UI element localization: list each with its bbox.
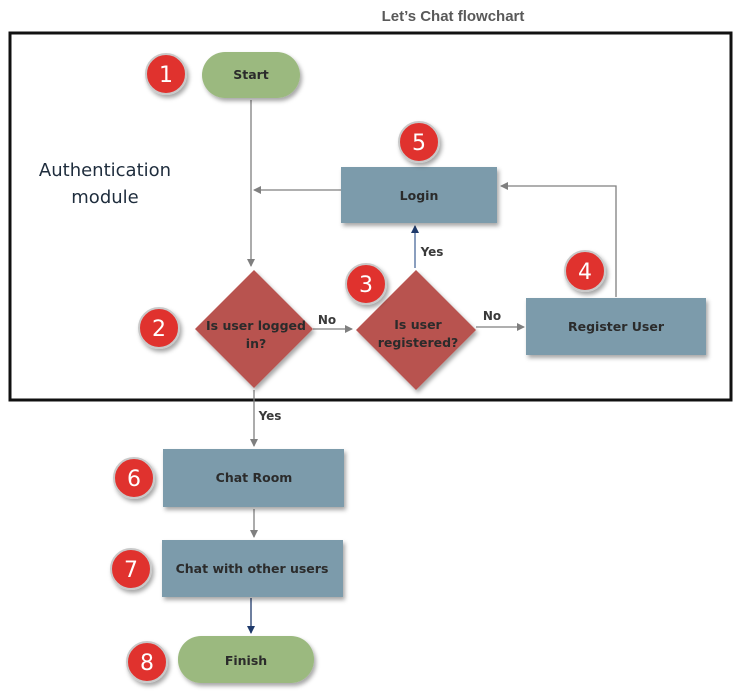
svg-text:2: 2 [152,317,166,342]
step-badges: 1 2 3 4 5 6 7 8 [110,53,606,683]
svg-text:6: 6 [127,467,141,492]
step-badge-2: 2 [138,307,180,349]
diagram-title: Let’s Chat flowchart [382,8,525,25]
step-badge-6: 6 [113,457,155,499]
svg-text:8: 8 [140,651,154,676]
step-badge-4: 4 [564,250,606,292]
node-chat-room-label: Chat Room [216,470,293,485]
node-chat-room: Chat Room [163,449,344,507]
svg-text:4: 4 [578,260,592,285]
decision-logged-in-line2: in? [246,336,266,351]
svg-text:1: 1 [159,63,173,88]
node-start: Start [202,52,300,98]
node-register-user: Register User [526,298,706,355]
node-register-user-label: Register User [568,319,665,334]
node-finish-label: Finish [225,653,267,668]
arrow-register-to-login [500,182,617,297]
svg-text:5: 5 [412,131,426,156]
node-login-label: Login [400,188,439,203]
edge-label-logged-in-yes: Yes [258,409,282,423]
decision-registered-line2: registered? [378,335,459,350]
connectors [247,100,617,634]
node-decision-logged-in: Is user logged in? [195,270,313,388]
node-login: Login [341,167,497,223]
node-chat-with-others: Chat with other users [162,540,343,597]
module-label-line2: module [71,187,138,208]
node-chat-with-others-label: Chat with other users [176,561,329,576]
module-label-line1: Authentication [39,160,171,181]
edge-label-registered-yes: Yes [420,245,444,259]
edge-label-registered-no: No [483,309,501,323]
node-start-label: Start [233,67,269,82]
step-badge-1: 1 [145,53,187,95]
step-badge-7: 7 [110,548,152,590]
step-badge-3: 3 [345,263,387,305]
step-badge-5: 5 [398,121,440,163]
edge-label-logged-in-no: No [318,313,336,327]
svg-text:3: 3 [359,273,373,298]
step-badge-8: 8 [126,641,168,683]
svg-text:7: 7 [124,558,138,583]
authentication-module-frame [8,31,733,402]
decision-logged-in-line1: Is user logged [206,318,306,333]
node-decision-registered: Is user registered? [356,270,476,390]
decision-registered-line1: Is user [394,317,442,332]
node-finish: Finish [178,636,314,683]
